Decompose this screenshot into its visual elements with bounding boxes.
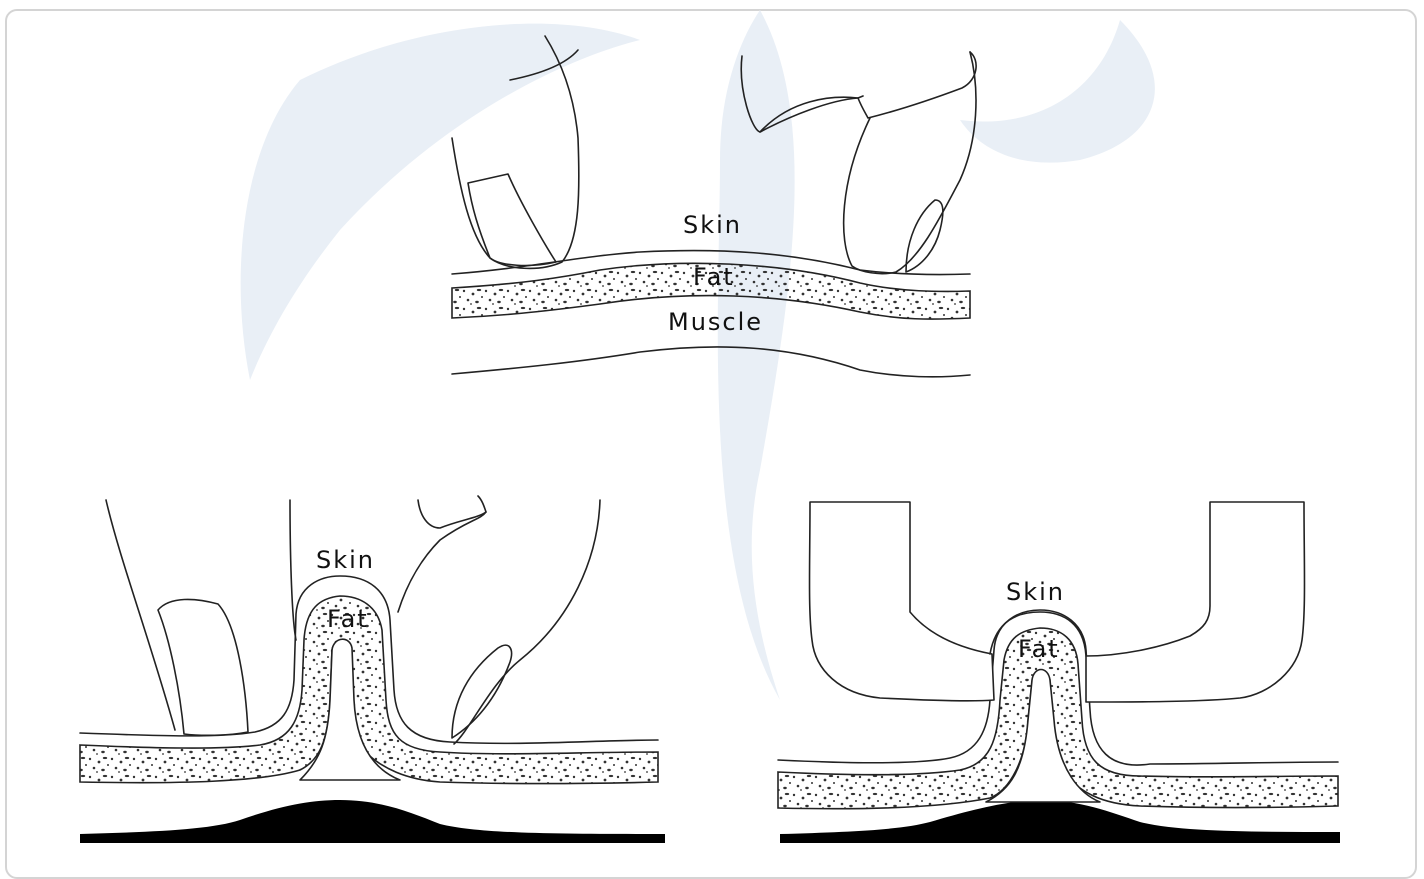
caliper-left-jaw bbox=[810, 502, 995, 701]
left-fat-label: Fat bbox=[327, 605, 369, 633]
left-right-fingernail bbox=[452, 645, 512, 738]
bottom-left-diagram: Skin Fat bbox=[80, 496, 665, 843]
left-right-thumb bbox=[418, 496, 486, 528]
top-muscle-label: Muscle bbox=[668, 308, 763, 336]
left-skin-label: Skin bbox=[316, 546, 375, 574]
right-fat-label: Fat bbox=[1018, 635, 1060, 663]
right-skin-label: Skin bbox=[1006, 578, 1065, 606]
top-left-fingernail bbox=[468, 174, 556, 265]
bottom-right-diagram: Skin Fat bbox=[778, 502, 1340, 843]
caliper-right-jaw bbox=[1086, 502, 1305, 702]
top-right-fingernail bbox=[906, 200, 943, 272]
left-muscle-mass bbox=[80, 800, 665, 843]
top-skin-label: Skin bbox=[683, 211, 742, 239]
top-muscle-line bbox=[452, 347, 970, 377]
left-left-finger bbox=[106, 500, 296, 730]
top-diagram: Skin Fat Muscle bbox=[452, 36, 976, 377]
top-fat-label: Fat bbox=[693, 263, 735, 291]
left-right-finger bbox=[398, 500, 600, 744]
